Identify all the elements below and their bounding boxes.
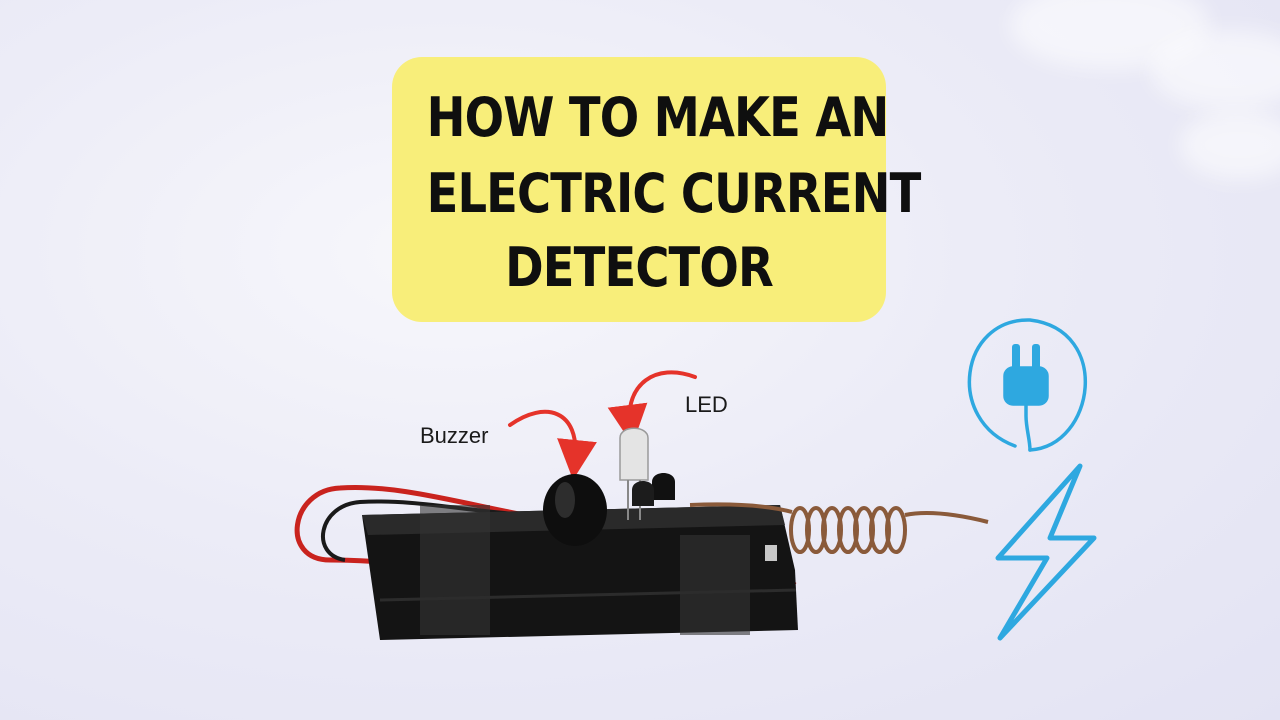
led-label: LED: [685, 392, 728, 417]
lightning-bolt-icon: [995, 463, 1097, 641]
antenna-coil: [689, 502, 989, 554]
title-banner: [392, 57, 886, 322]
led: [619, 427, 649, 481]
cloud-decoration: [1150, 30, 1280, 110]
buzzer: [543, 474, 607, 546]
title-line-2: ELECTRIC CURRENT: [426, 162, 922, 225]
plug-icon: [967, 318, 1088, 452]
buzzer-arrow: [508, 409, 597, 480]
led-arrow: [607, 370, 697, 445]
title-line-1: HOW TO MAKE AN: [426, 86, 890, 149]
buzzer-label: Buzzer: [420, 423, 489, 448]
transistor: [652, 473, 675, 500]
transistor: [632, 481, 654, 506]
title-line-3: DETECTOR: [505, 236, 774, 299]
cloud-decoration: [1180, 110, 1280, 180]
